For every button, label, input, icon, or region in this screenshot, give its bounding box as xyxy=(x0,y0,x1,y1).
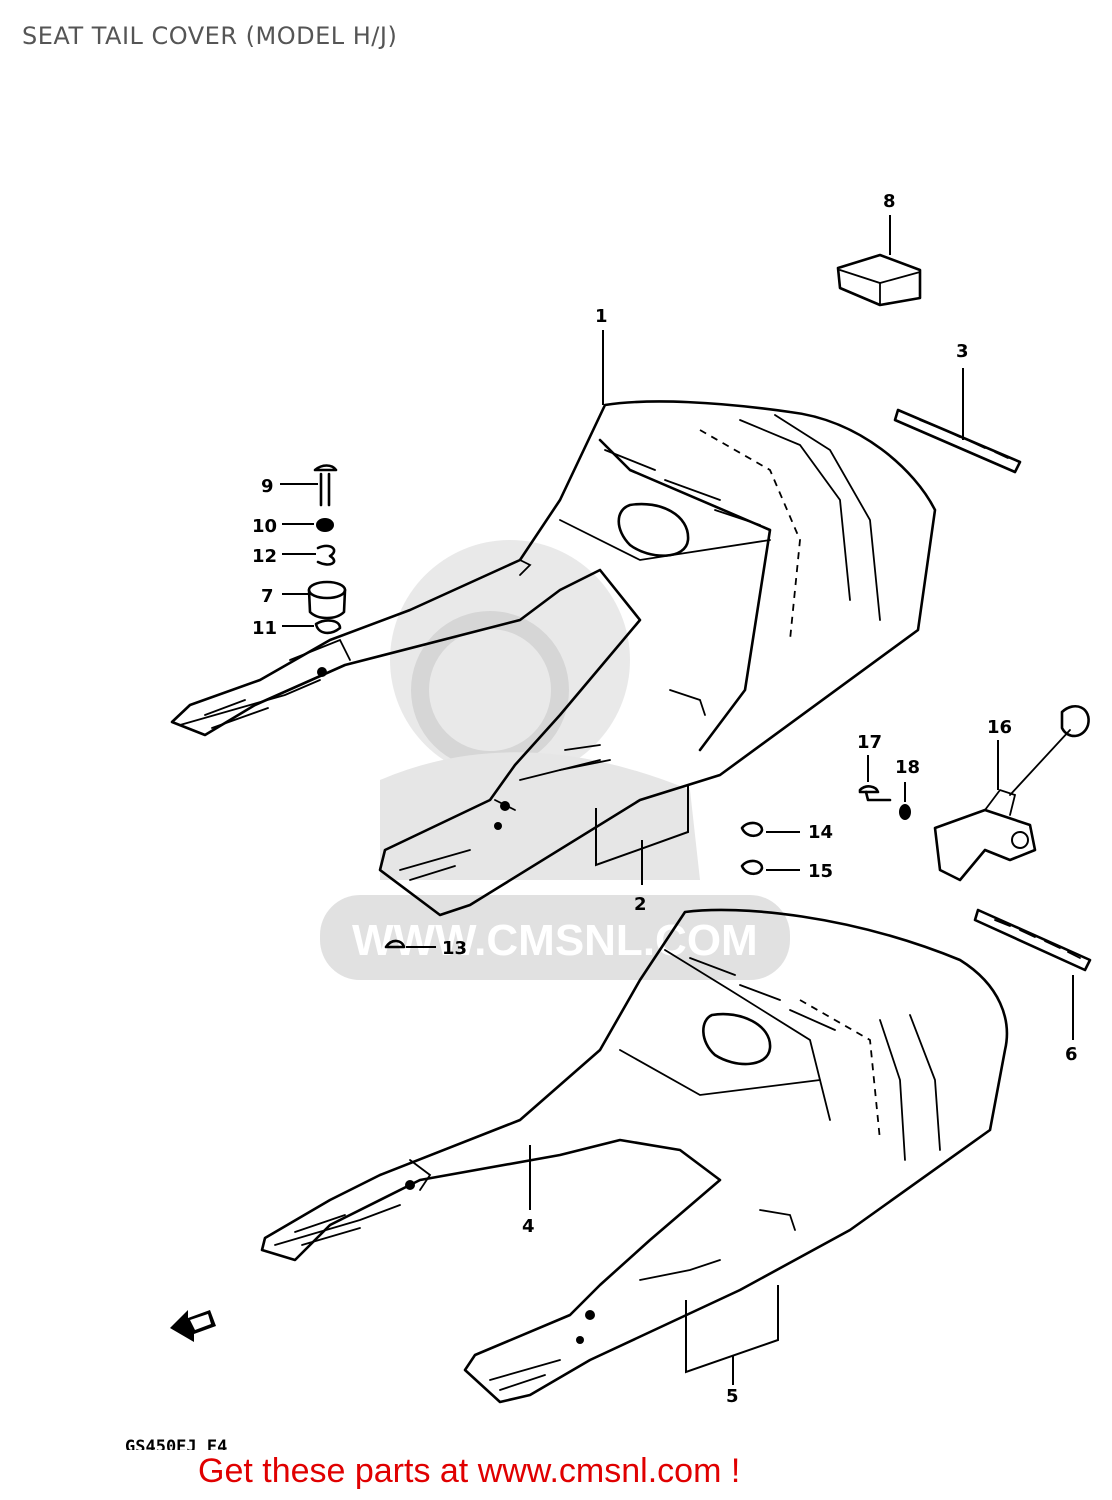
washer-14 xyxy=(740,821,764,838)
parts-diagram: WWW.CMSNL.COM xyxy=(125,191,1092,1450)
callout-8: 8 xyxy=(883,191,896,212)
watermark-text: WWW.CMSNL.COM xyxy=(352,916,758,965)
tail-cover-upper xyxy=(170,400,937,917)
callout-9: 9 xyxy=(261,476,274,497)
collar-11 xyxy=(314,619,342,635)
pad-part xyxy=(836,253,922,307)
callout-17: 17 xyxy=(857,732,882,753)
cmsnl-watermark-logo xyxy=(320,540,790,980)
seat-lock-assembly xyxy=(933,705,1090,882)
diagram-code: GS450EJ E4 xyxy=(125,1437,227,1450)
page-title: SEAT TAIL COVER (MODEL H/J) xyxy=(22,22,398,50)
callout-18: 18 xyxy=(895,757,920,778)
callout-14: 14 xyxy=(808,822,833,843)
callout-2: 2 xyxy=(634,894,647,915)
leader-lines xyxy=(280,215,1074,1385)
callout-12: 12 xyxy=(252,546,277,567)
callout-11: 11 xyxy=(252,618,277,639)
clip-13 xyxy=(384,939,406,949)
callout-1: 1 xyxy=(595,306,608,327)
callout-15: 15 xyxy=(808,861,833,882)
cushion-7 xyxy=(307,580,347,620)
washer-12 xyxy=(316,544,336,566)
nut-15 xyxy=(740,859,764,876)
cta-link[interactable]: Get these parts at www.cmsnl.com ! xyxy=(198,1452,740,1491)
bolt-9 xyxy=(313,464,338,507)
front-direction-arrow-icon xyxy=(170,1310,216,1342)
nut-18 xyxy=(899,804,911,820)
tail-cover-lower xyxy=(260,908,1009,1404)
emblem-upper xyxy=(893,408,1022,474)
emblem-lower xyxy=(973,908,1092,972)
callout-labels: 1 2 3 4 5 6 7 8 9 10 11 12 13 14 15 16 1… xyxy=(252,191,1078,1407)
callout-3: 3 xyxy=(956,341,969,362)
callout-16: 16 xyxy=(987,717,1012,738)
callout-5: 5 xyxy=(726,1386,739,1407)
callout-7: 7 xyxy=(261,586,274,607)
callout-4: 4 xyxy=(522,1216,535,1237)
screw-17 xyxy=(858,785,892,802)
callout-10: 10 xyxy=(252,516,277,537)
cta-link-text[interactable]: Get these parts at www.cmsnl.com ! xyxy=(198,1452,741,1490)
nut-10 xyxy=(316,518,334,532)
callout-6: 6 xyxy=(1065,1044,1078,1065)
callout-13: 13 xyxy=(442,938,467,959)
